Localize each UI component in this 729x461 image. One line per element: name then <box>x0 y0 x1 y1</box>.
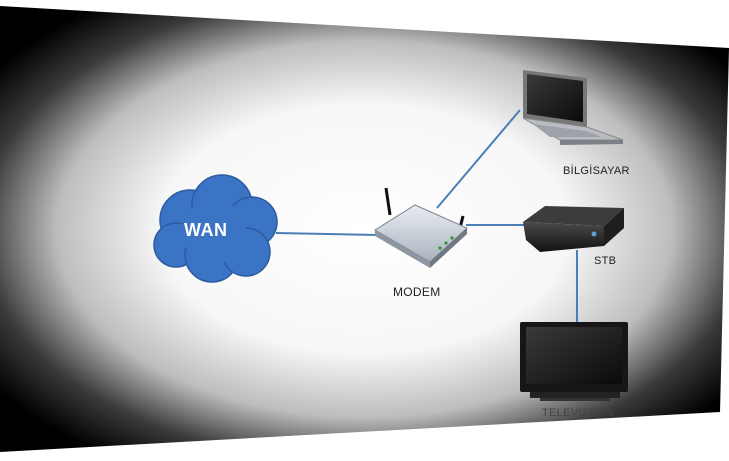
set-top-box-icon <box>523 206 624 252</box>
wan-label: WAN <box>184 220 228 240</box>
modem-label: MODEM <box>393 285 441 299</box>
tv-icon <box>520 322 628 401</box>
stb-label: STB <box>594 255 617 267</box>
tv-label: TELEVİZYON <box>542 407 614 419</box>
link-modem-computer <box>436 109 521 209</box>
computer-label: BİLGİSAYAR <box>563 165 630 177</box>
cloud-icon <box>153 174 278 283</box>
link-wan-modem <box>275 232 379 236</box>
router-icon <box>374 187 468 268</box>
laptop-icon <box>522 70 624 145</box>
links <box>275 109 578 325</box>
